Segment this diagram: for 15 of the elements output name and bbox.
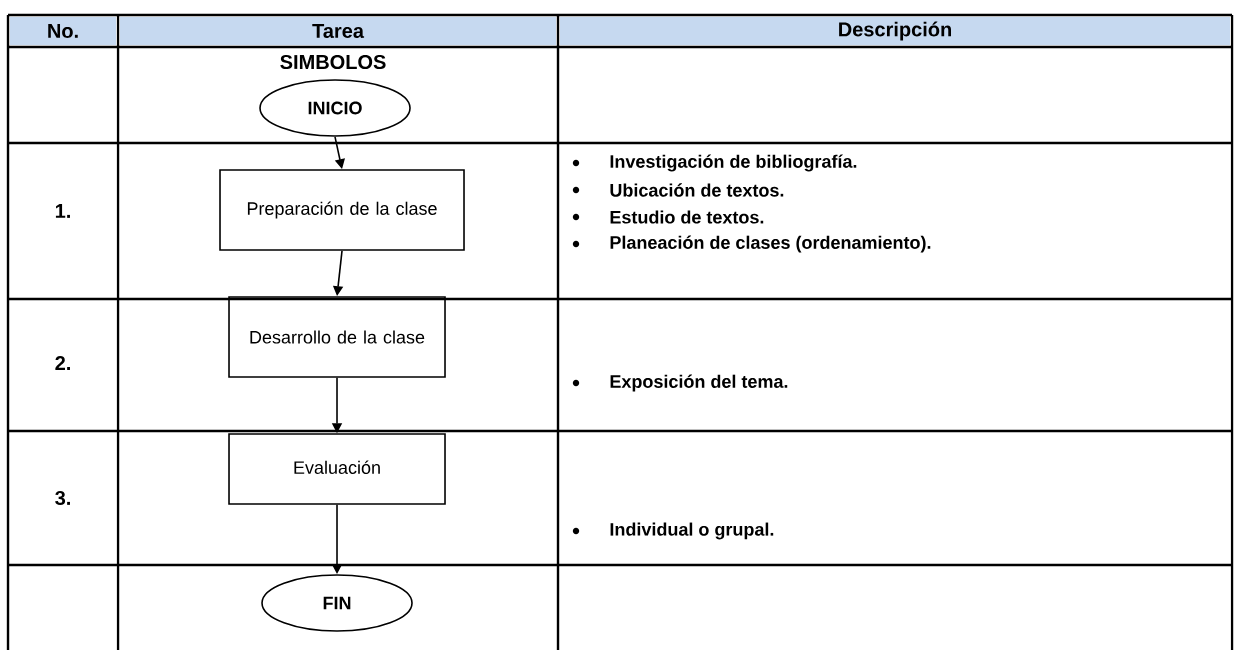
header-cell: Tarea — [120, 17, 556, 45]
header-cell: No. — [10, 17, 116, 45]
bullet-item: Planeación de clases (ordenamiento). — [610, 235, 931, 253]
process-box: Preparación de la clase — [219, 169, 465, 251]
bullet-item: Investigación de bibliografía. — [610, 154, 857, 172]
bullet-item: Estudio de textos. — [610, 210, 764, 224]
process-box: Desarrollo de la clase — [228, 296, 446, 378]
process-box: Evaluación — [228, 433, 446, 505]
bullet-item: Ubicación de textos. — [610, 183, 784, 197]
step-number: 3. — [55, 490, 70, 506]
bullet-item: Exposición del tema. — [610, 374, 788, 392]
step-number: 2. — [55, 356, 70, 370]
bullet-item: Individual o grupal. — [610, 522, 774, 540]
header-cell: Descripción — [560, 17, 1230, 45]
step-number: 1. — [55, 204, 70, 218]
